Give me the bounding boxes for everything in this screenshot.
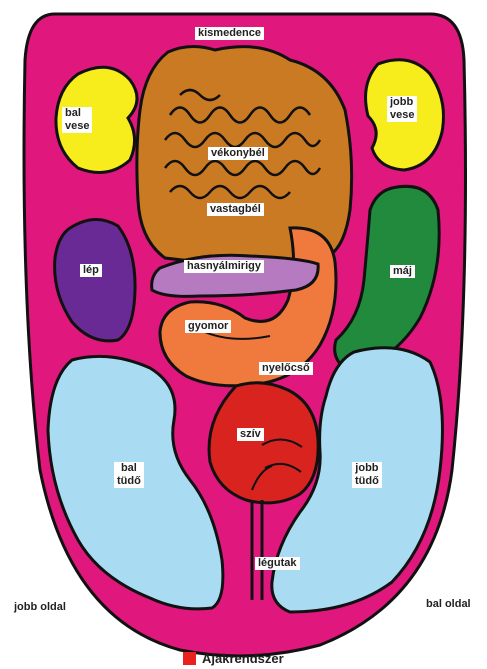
bladder-label: kismedence <box>195 27 264 40</box>
stomach-label: gyomor <box>185 320 231 333</box>
airways-label: légutak <box>255 557 300 570</box>
left-side-label: jobb oldal <box>14 601 66 613</box>
heart-shape <box>209 383 318 503</box>
right-side-label: bal oldal <box>426 598 471 610</box>
left-lung-label: bal tüdő <box>114 462 144 488</box>
right-lung-label: jobb tüdő <box>352 462 382 488</box>
left-kidney-label: bal vese <box>62 107 92 133</box>
legend-label: Ajakrendszer <box>202 651 284 666</box>
esophagus-label: nyelőcső <box>259 362 313 375</box>
spleen-label: lép <box>80 264 102 277</box>
heart-label: szív <box>237 428 264 441</box>
small-intestine-label: vékonybél <box>208 147 268 160</box>
right-kidney-label: jobb vese <box>387 96 417 122</box>
legend: Ajakrendszer <box>183 649 284 667</box>
pancreas-label: hasnyálmirigy <box>184 260 264 273</box>
liver-label: máj <box>390 265 415 278</box>
large-intestine-label: vastagbél <box>207 203 264 216</box>
legend-swatch <box>183 652 196 665</box>
